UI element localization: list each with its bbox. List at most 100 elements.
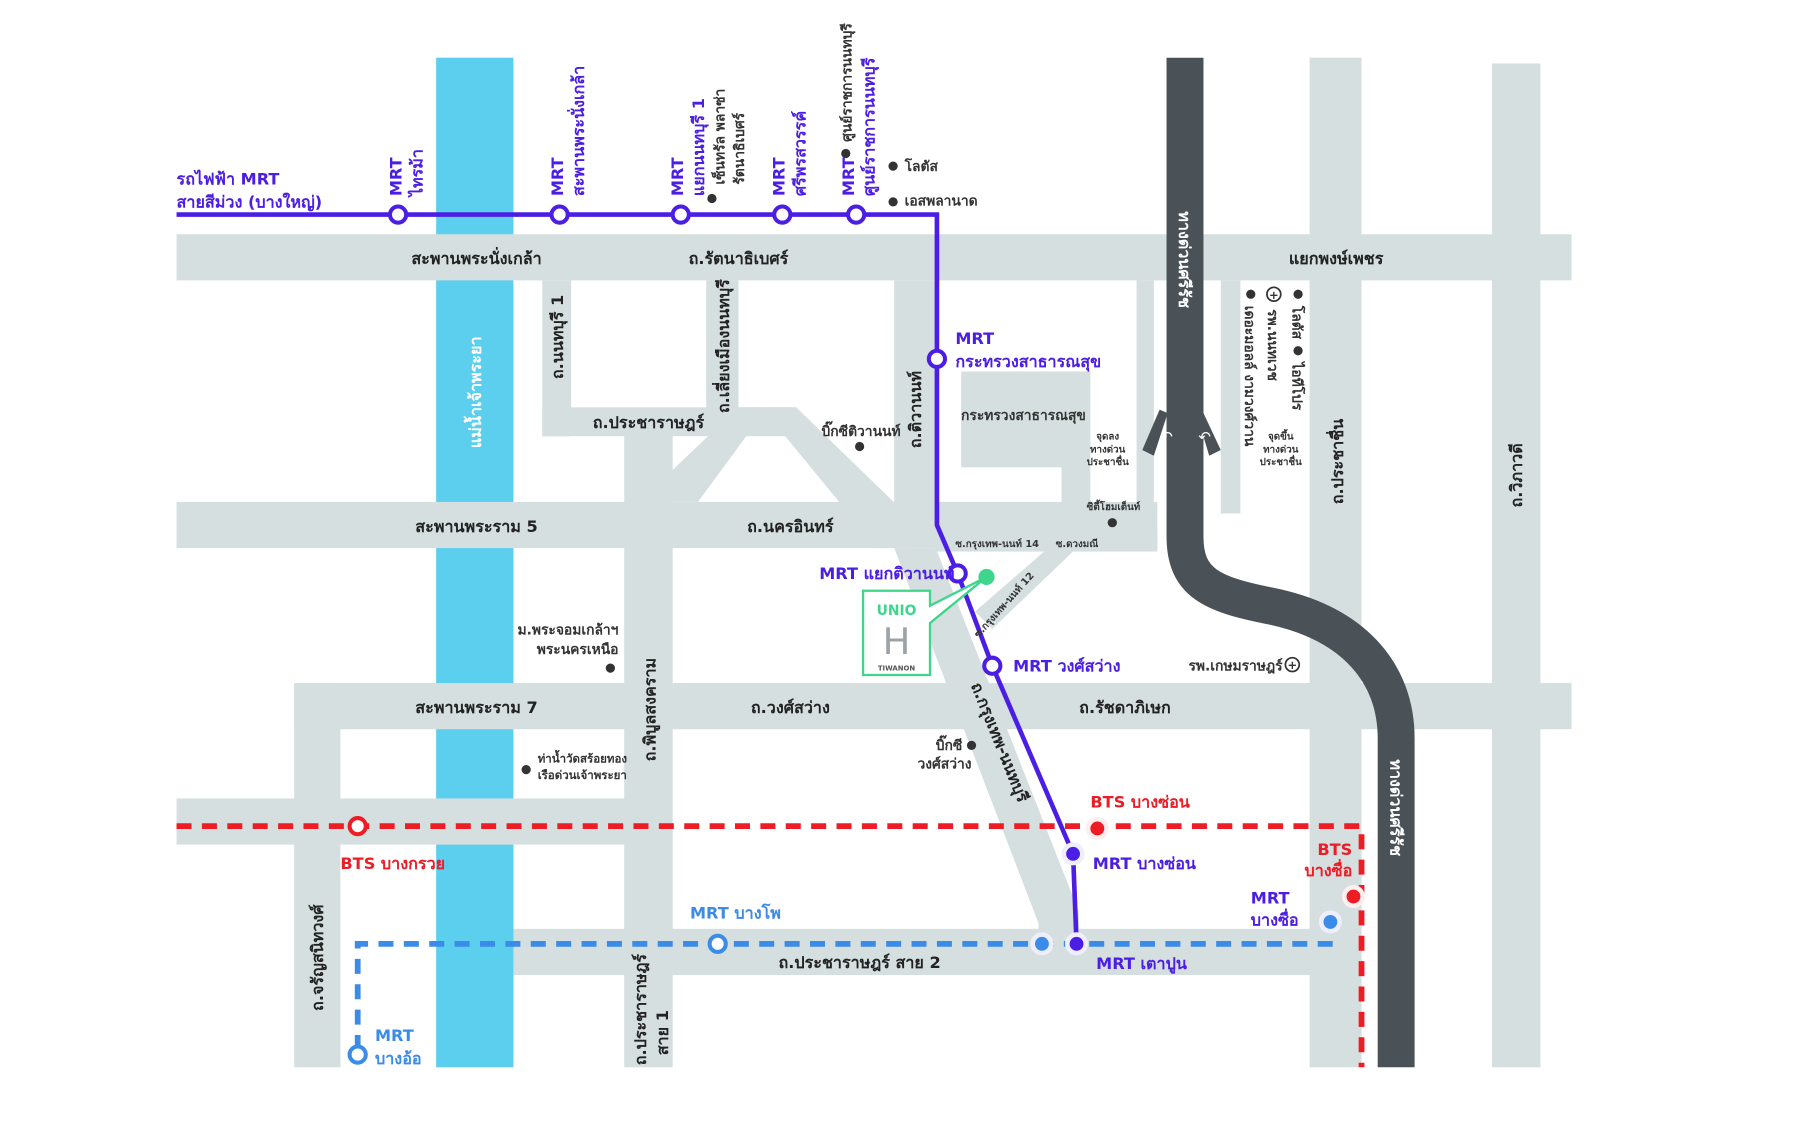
legend-line2: สายสีม่วง (บางใหญ่) [177,193,323,213]
road-label: แยกพงษ์เพชร [1289,249,1384,268]
station-label: BTS [1317,840,1352,859]
poi-dot [1246,289,1256,299]
poi-dot [1293,346,1303,356]
road-label: ถ.นนทบุรี 1 [548,295,568,379]
station-label: MRT [839,157,858,196]
purple-stations [387,204,1003,676]
station-label: MRT [770,157,789,196]
poi-cityhome: ซิตี้โฮมเต็นท์ [1087,499,1141,513]
hospital-icon [1266,286,1282,303]
moph-block [961,371,1079,468]
mrt-blue-line [354,940,1333,1050]
poi-lotus: โลตัส [904,157,939,175]
legend-line1: รถไฟฟ้า MRT [177,169,280,189]
poi-bigc-wongsawang: บิ๊กซี [936,735,963,754]
road-liangmueang [706,280,739,414]
poi-dot [888,161,898,171]
poi-dot [707,193,717,204]
road-label: ถ.รัตนาธิเบศร์ [689,249,789,268]
road-label: ถ.ประชาราษฎร์ [593,413,705,432]
station-label: MRT [668,157,687,196]
road-duangmanee [935,530,1158,552]
station-nonthaburi1 [670,204,691,225]
station-mrt-bango [347,1044,368,1065]
station-mrt-blue-taopoon [1030,932,1054,956]
hospital-icon [1284,656,1301,673]
station-tiwanon [947,563,968,584]
poi-kmutnb: ม.พระจอมเกล้าฯ [517,623,618,639]
road-bts-corridor [176,798,627,845]
road-diagonal-right [761,407,912,549]
project-unio-h-tiwanon: UNIO H TIWANON [861,568,995,677]
road-expressway-side-1 [1136,280,1154,532]
station-bts-bangson [1085,816,1109,840]
station-bts-bangkruai [347,816,368,837]
expressway-label: ทางด่วนศรีรัช [1175,211,1194,308]
station-label: MRT [387,157,406,196]
station-sainma [387,204,409,225]
expressway-ramp-right [1195,409,1221,456]
poi-exit-down: ทางด่วน [1090,444,1126,455]
project-brand: UNIO [877,603,917,619]
station-label: MRT [375,1026,414,1045]
station-label: ไทรม้า [406,149,426,198]
road-label: สาย 1 [653,1010,672,1055]
road-label: ถ.นครอินทร์ [747,517,834,536]
poi-nonthavej: รพ.นนทเวช [1264,309,1280,381]
poi-pier: ท่าน้ำวัดสร้อยทอง [538,750,628,766]
poi-dot [841,148,851,159]
road-label: ถ.เลี่ยงเมืองนนทบุรี [711,279,734,413]
expressway-label: ทางด่วนศรีรัช [1386,759,1405,856]
poi-central: เซ็นทรัล พลาซ่า [711,89,729,185]
hospital-icon: + [1269,288,1279,302]
poi-kmutnb: พระนครเหนือ [537,642,619,658]
poi-bigc-tiwanon: บิ๊กซีติวานนท์ [821,421,900,440]
poi-kasemrad: รพ.เกษมราษฎร์ [1188,657,1283,674]
poi-dot [855,441,865,452]
station-bts-bangsue [1341,884,1365,909]
expressway-sirat [1166,57,1415,1068]
poi-bigc-wongsawang: วงศ์สว่าง [918,755,972,772]
road-label: ถ.ประชาชื่น [1325,419,1347,504]
poi-itpro: ไอทีโปร [1288,360,1306,411]
station-label: กระทรวงสาธารณสุข [955,352,1101,372]
river-label: แม่น้ำเจ้าพระยา [463,336,485,448]
station-mrt-bangpho [707,933,728,954]
road-vibhavadi [1491,63,1541,1068]
road-label: สะพานพระราม 7 [415,698,537,717]
road-label: ซ.กรุงเทพ-นนท์ 14 [955,538,1039,550]
station-label: MRT แยกติวานนท์ [819,564,954,583]
poi-lotus: โลตัส [1288,305,1306,340]
top-station-labels: MRT ไทรม้า MRT สะพานพระนั่งเกล้า MRT แยก… [387,57,881,198]
poi-exit-up: จุดขึ้น [1268,429,1294,443]
station-label: MRT บางโพ [690,902,781,922]
poi-pier: เรือด่วนเจ้าพระยา [538,768,627,782]
hospital-icon: + [1287,658,1297,672]
poi-dot [888,197,898,207]
station-label: ศรีพรสวรรค์ [790,111,809,196]
poi-govcenter: ศูนย์ราชการนนทบุรี [839,23,856,142]
poi-dot [605,663,615,673]
station-label: สะพานพระนั่งเกล้า [566,66,588,196]
poi-central: รัตนาธิเบศร์ [731,112,748,184]
poi-mall: เดอะมอลล์ งามวงศ์วาน [1241,306,1258,447]
station-label: แยกนนทบุรี 1 [689,98,709,196]
station-mrt-bangson [1061,842,1085,866]
road-soi12 [975,551,1074,629]
road-charan [294,683,341,1068]
road-label: สะพานพระนั่งเกล้า [411,246,541,268]
poi-dot [521,765,531,775]
road-label: ถ.วงศ์สว่าง [751,698,830,717]
poi-moph: กระทรวงสาธารณสุข [961,408,1086,424]
project-logo-mark: H [883,620,911,663]
station-mrt-taopoon [1065,932,1089,956]
expressway-ramp-left [1142,409,1168,456]
chao-phraya-river [436,57,514,1068]
road-diagonal-left [669,407,768,502]
road-label: สะพานพระราม 5 [415,517,537,536]
poi-exit-down: ประชาชื่น [1087,454,1130,468]
poi-dot [1293,289,1303,299]
road-krungthep-nonthaburi [894,548,1079,975]
road-expressway-side-2 [1220,280,1241,514]
